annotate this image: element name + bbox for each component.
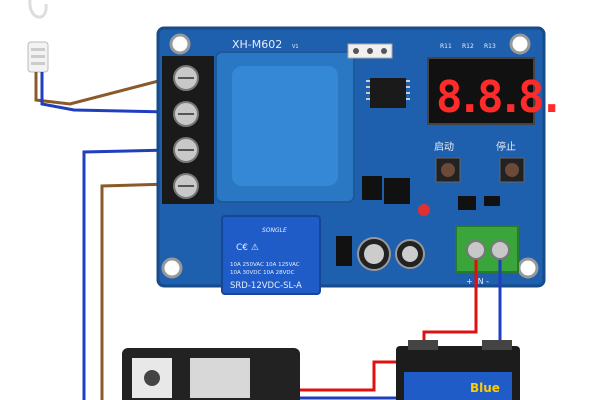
mount-holes xyxy=(161,33,539,279)
sensor-wires xyxy=(34,72,171,114)
input-terminal: + IN - xyxy=(455,225,519,286)
sensor-probe xyxy=(27,0,49,73)
smd-components xyxy=(336,176,500,266)
terminal-block xyxy=(162,56,214,204)
resistor-label-r11: R11 xyxy=(440,43,452,50)
supply-wires xyxy=(82,148,171,400)
battery: Blue xyxy=(396,340,520,400)
stop-button[interactable] xyxy=(499,157,525,183)
pcb-board: XH-M602 V1 SONGLE C€ ⚠ xyxy=(156,26,565,295)
header-pins xyxy=(347,43,393,59)
resistor-label-r12: R12 xyxy=(462,43,474,50)
mcu-chip xyxy=(370,78,406,108)
relay-cert-mark: C€ ⚠ xyxy=(236,243,259,253)
display-digits: 8.8.8. xyxy=(436,72,559,123)
board-model-label: XH-M602 xyxy=(232,38,282,51)
capacitors xyxy=(357,237,425,271)
relay-model: SRD-12VDC-SL-A xyxy=(230,281,302,291)
battery-brand: Blue xyxy=(470,381,500,395)
chip-pins xyxy=(366,80,410,100)
start-button-label: 启动 xyxy=(434,140,454,153)
resistor-label-r13: R13 xyxy=(484,43,496,50)
relay: SONGLE C€ ⚠ 10A 250VAC 10A 125VAC 10A 30… xyxy=(221,215,321,295)
transformer xyxy=(215,51,355,203)
seven-segment-display: 8.8.8. xyxy=(427,57,565,125)
input-polarity-label: + IN - xyxy=(466,277,489,286)
board-rev-mark: V1 xyxy=(292,44,299,50)
relay-spec-line2: 10A 30VDC 10A 28VDC xyxy=(230,270,295,276)
relay-brand: SONGLE xyxy=(262,227,287,234)
terminal-screws xyxy=(173,65,199,199)
relay-spec-line1: 10A 250VAC 10A 125VAC xyxy=(230,262,300,268)
stop-button-label: 停止 xyxy=(496,140,516,153)
start-button[interactable] xyxy=(435,157,461,183)
charger-adapter xyxy=(122,348,300,400)
